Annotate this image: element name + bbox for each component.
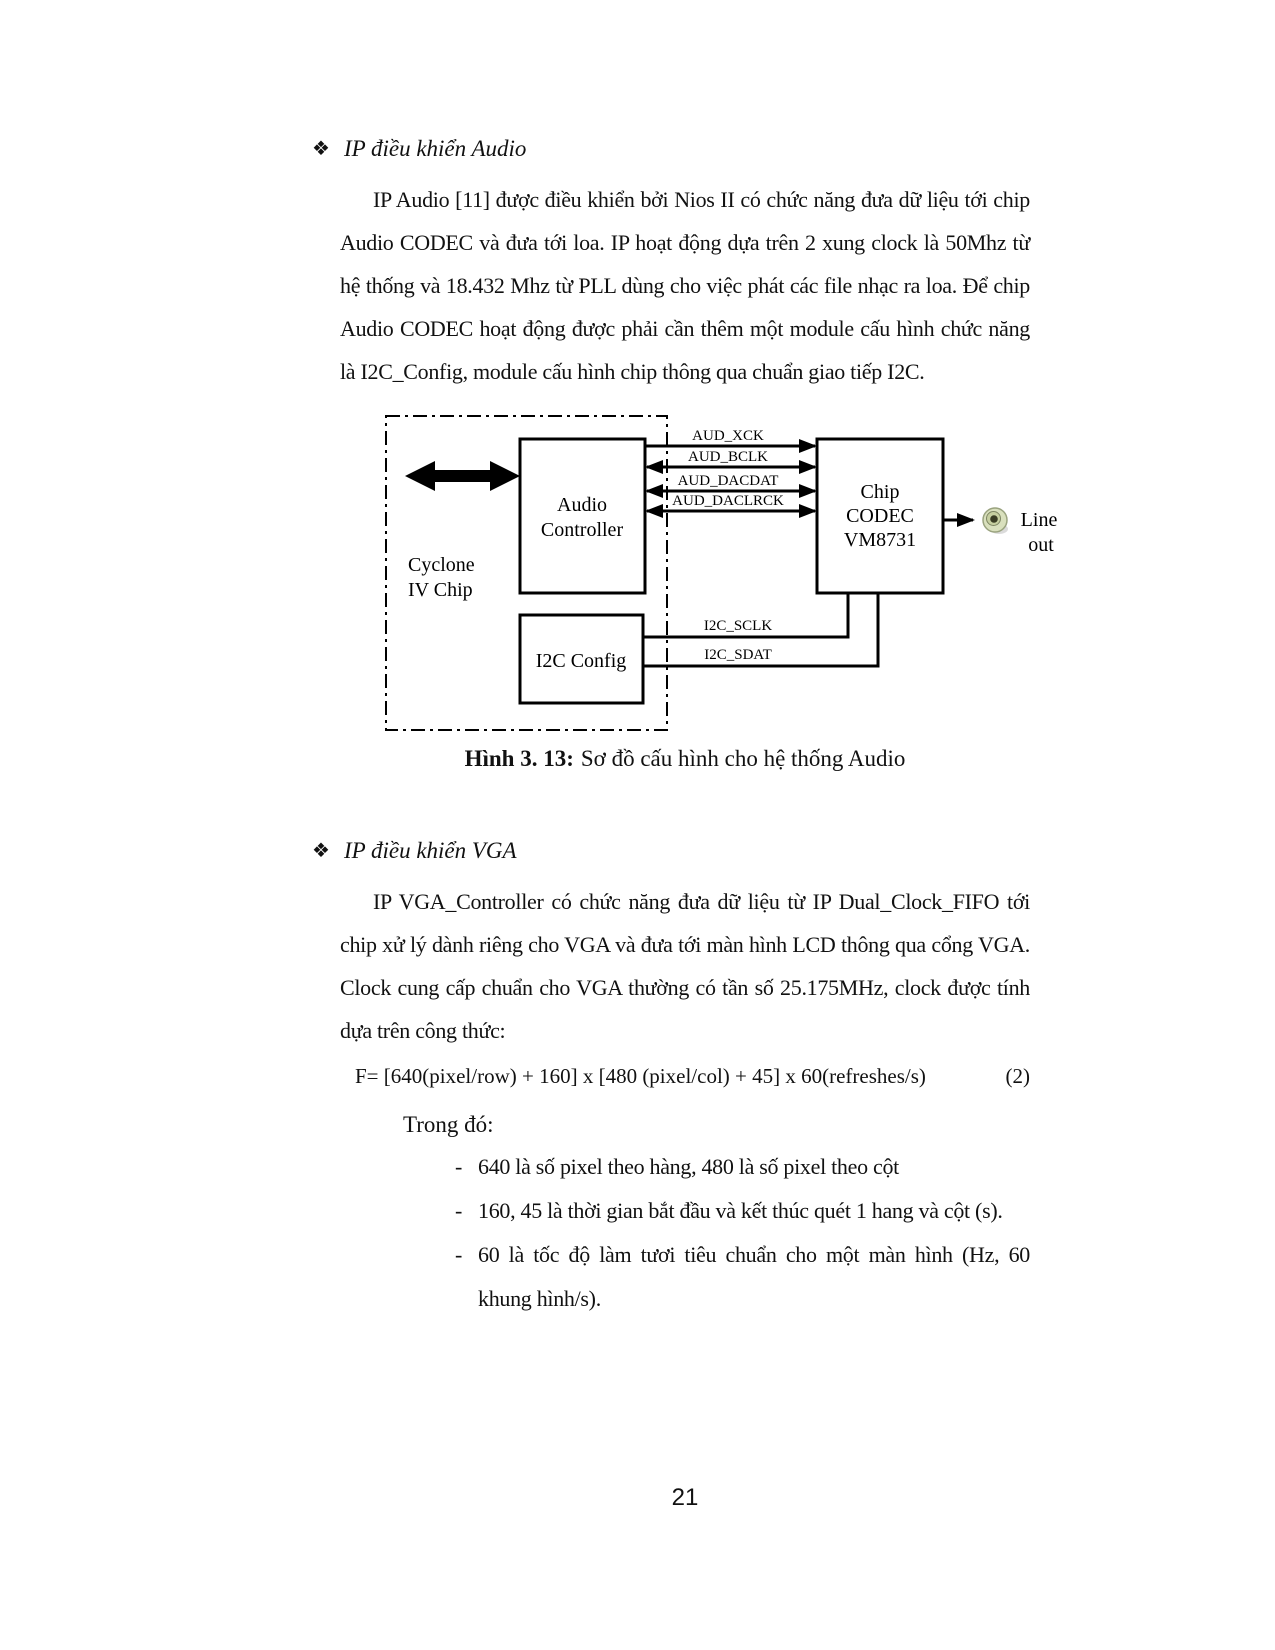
diamond-bullet-icon: ❖ (312, 138, 330, 160)
list-item-text: 640 là số pixel theo hàng, 480 là số pix… (478, 1154, 899, 1179)
dash-marker: - (455, 1242, 463, 1267)
audio-controller-label-line2: Controller (541, 519, 624, 541)
i2c-sclk-line (643, 594, 850, 639)
section-heading-vga: ❖ IP điều khiển VGA (312, 834, 1030, 869)
audio-controller-block (518, 437, 647, 595)
page-number: 21 (671, 1484, 699, 1511)
i2c-config-label: I2C Config (536, 650, 627, 672)
diamond-bullet-icon: ❖ (312, 840, 330, 862)
figure-caption-label: Hình 3. 13: (464, 746, 574, 771)
line-out-label-line1: Line (1021, 509, 1058, 531)
page-content: ❖ IP điều khiển Audio IP Audio [11] được… (312, 0, 1057, 1321)
i2c-config-block (518, 613, 645, 705)
list-item-text: 160, 45 là thời gian bắt đầu và kết thúc… (478, 1198, 1003, 1223)
section-heading-audio-label: IP điều khiển Audio (343, 136, 527, 161)
line-out-jack-icon (982, 507, 1008, 534)
chip-codec-label-line3: VM8731 (844, 529, 916, 551)
chip-codec-label-line2: CODEC (846, 505, 914, 527)
list-item: - 160, 45 là thời gian bắt đầu và kết th… (340, 1189, 1030, 1233)
dash-marker: - (455, 1154, 463, 1179)
i2c-sdat-label: I2C_SDAT (704, 647, 772, 663)
dash-marker: - (455, 1198, 463, 1223)
line-out-label-line2: out (1028, 534, 1054, 556)
i2c-sdat-line (643, 594, 880, 668)
i2c-sclk-label: I2C_SCLK (704, 618, 773, 634)
audio-controller-label-line1: Audio (557, 494, 607, 516)
figure-caption: Hình 3. 13:Sơ đồ cấu hình cho hệ thống A… (340, 743, 1030, 774)
formula: F= [640(pixel/row) + 160] x [480 (pixel/… (340, 1060, 1030, 1093)
cyclone-label-line1: Cyclone (408, 554, 475, 576)
definitions-list: - 640 là số pixel theo hàng, 480 là số p… (340, 1145, 1030, 1321)
bidirectional-bus-arrow-icon (405, 461, 520, 491)
section-heading-vga-label: IP điều khiển VGA (343, 838, 517, 863)
list-item: - 60 là tốc độ làm tươi tiêu chuẩn cho m… (340, 1233, 1030, 1321)
cyclone-label-line2: IV Chip (408, 579, 473, 601)
aud-xck-label: AUD_XCK (692, 428, 764, 444)
where-label: Trong đó: (403, 1112, 494, 1137)
chip-codec-label-line1: Chip (861, 481, 900, 503)
audio-paragraph: IP Audio [11] được điều khiển bởi Nios I… (340, 187, 1030, 384)
aud-daclrck-label: AUD_DACLRCK (672, 493, 784, 509)
list-item: - 640 là số pixel theo hàng, 480 là số p… (340, 1145, 1030, 1189)
vga-paragraph: IP VGA_Controller có chức năng đưa dữ li… (340, 889, 1030, 1043)
audio-figure: Cyclone IV Chip Audio Controller I2C Con… (340, 393, 1057, 739)
cyclone-chip-boundary (385, 415, 668, 731)
chip-codec-block (815, 437, 945, 595)
figure-caption-text: Sơ đồ cấu hình cho hệ thống Audio (580, 746, 906, 771)
formula-number: (2) (1005, 1064, 1031, 1088)
list-item-text: 60 là tốc độ làm tươi tiêu chuẩn cho một… (478, 1242, 1030, 1311)
aud-dacdat-label: AUD_DACDAT (678, 473, 779, 489)
audio-diagram: Cyclone IV Chip Audio Controller I2C Con… (385, 415, 1058, 731)
section-heading-audio: ❖ IP điều khiển Audio (312, 132, 1030, 167)
formula-expression: F= [640(pixel/row) + 160] x [480 (pixel/… (355, 1064, 926, 1088)
aud-bclk-label: AUD_BCLK (688, 449, 768, 465)
